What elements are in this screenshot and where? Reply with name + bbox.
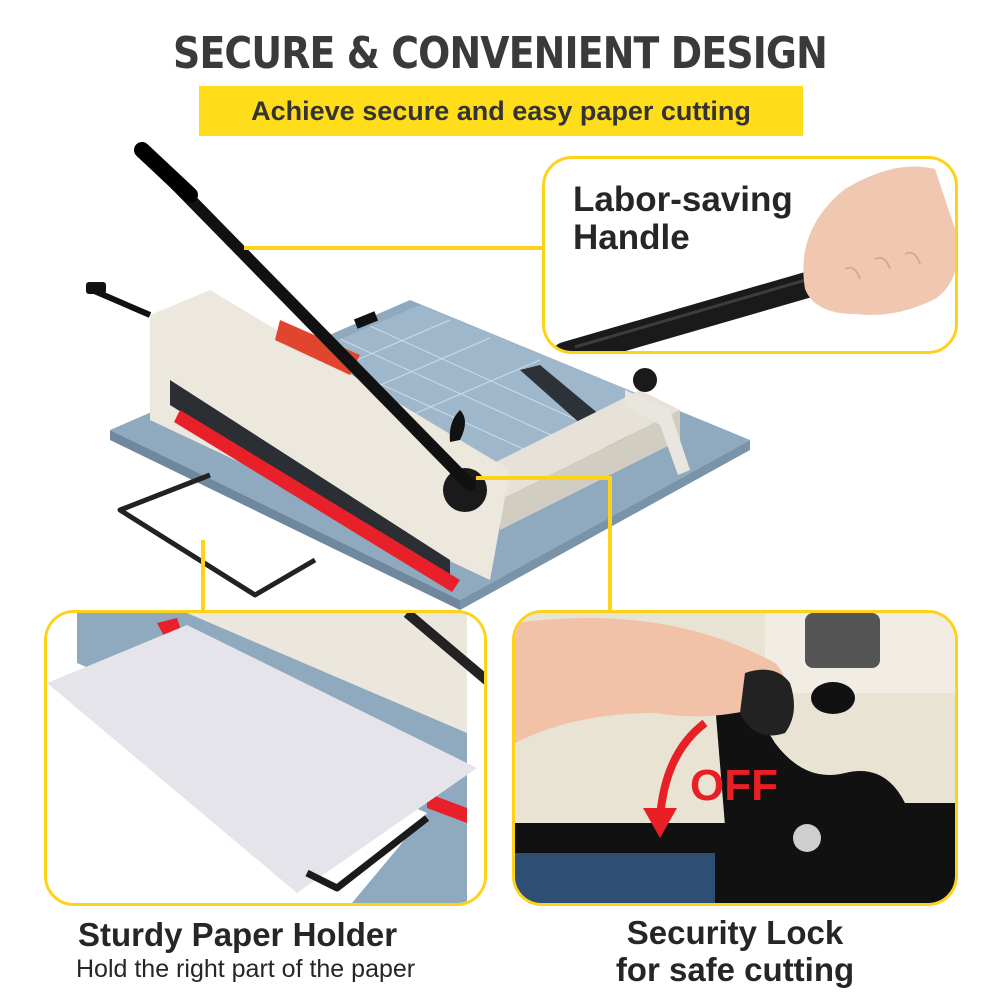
security-lock-title-line1: Security Lock xyxy=(626,914,844,951)
connector-line-holder xyxy=(201,540,205,612)
handle-label-line1: Labor-saving xyxy=(573,180,793,219)
lever-handle xyxy=(136,144,476,491)
security-lock-title: Security Lock for safe cutting xyxy=(512,914,958,988)
page-subtitle: Achieve secure and easy paper cutting xyxy=(251,96,751,126)
paper-holder-bar xyxy=(305,815,430,892)
paper-holder-wire xyxy=(117,472,317,598)
red-cutting-stick xyxy=(174,410,460,592)
callout-labor-saving-handle: Labor-saving Handle xyxy=(542,156,958,354)
brand-badge xyxy=(353,311,379,329)
paper-cutter-product-image xyxy=(80,140,760,610)
connector-line-lock-horizontal xyxy=(476,476,612,480)
security-lock-title-line2: for safe cutting xyxy=(615,951,855,988)
connector-line-handle xyxy=(244,246,544,250)
hand-icon xyxy=(803,166,955,315)
clamp-knob xyxy=(633,368,657,392)
connector-line-lock-vertical xyxy=(608,476,612,612)
off-label: OFF xyxy=(690,761,778,810)
handle-label-line2: Handle xyxy=(573,218,690,257)
paper-holder-title: Sturdy Paper Holder xyxy=(78,916,398,953)
finger-icon xyxy=(515,618,785,743)
security-lock-lever-closeup xyxy=(740,669,794,736)
callout-security-lock-image: OFF xyxy=(512,610,958,906)
security-lock-lever xyxy=(449,410,465,442)
page-title: SECURE & CONVENIENT DESIGN xyxy=(173,28,828,79)
subtitle-banner xyxy=(199,86,803,136)
paper-holder-caption: Hold the right part of the paper xyxy=(76,955,416,983)
callout-paper-holder-image xyxy=(44,610,487,906)
paper-sheet xyxy=(47,625,477,893)
lock-knob xyxy=(811,682,855,714)
blade-housing xyxy=(150,290,510,580)
off-arrow-icon xyxy=(656,719,708,819)
